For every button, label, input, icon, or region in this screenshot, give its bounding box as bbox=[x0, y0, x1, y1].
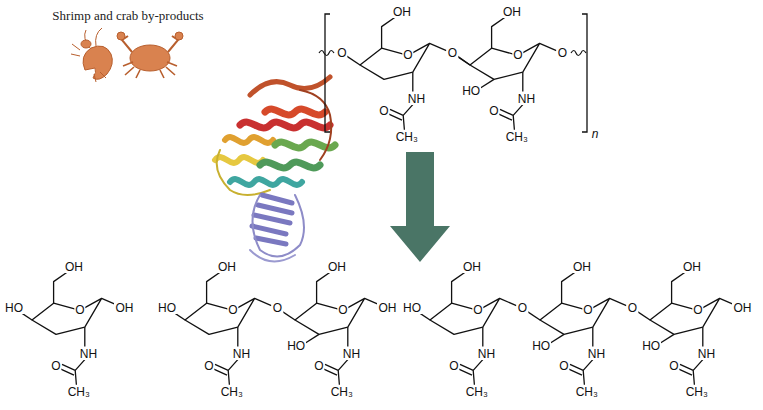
atom-label: O bbox=[336, 47, 347, 59]
atom-label: OH bbox=[217, 261, 237, 273]
atom-label: OH bbox=[682, 261, 702, 273]
atom-label: O bbox=[402, 49, 413, 61]
source-label: Shrimp and crab by-products bbox=[51, 9, 204, 22]
atom-label: NH bbox=[517, 93, 536, 105]
atom-label: O bbox=[668, 360, 679, 372]
atom-label: O bbox=[74, 304, 85, 316]
atom-label: O bbox=[627, 302, 638, 314]
atom-label: OH bbox=[327, 261, 347, 273]
atom-label: O bbox=[582, 304, 593, 316]
atom-label: OH bbox=[572, 261, 592, 273]
atom-label: O bbox=[447, 47, 458, 59]
atom-label: O bbox=[50, 360, 61, 372]
atom-label: O bbox=[512, 49, 523, 61]
atom-label: OH bbox=[377, 302, 397, 314]
crab-icon bbox=[117, 32, 183, 78]
atom-label: HO bbox=[286, 340, 306, 352]
atom-label: O bbox=[203, 360, 214, 372]
atom-label: NH bbox=[79, 348, 98, 360]
atom-label: O bbox=[448, 360, 459, 372]
atom-label: NH bbox=[587, 348, 606, 360]
atom-label: NH bbox=[477, 348, 496, 360]
atom-label: CH₃ bbox=[505, 131, 529, 143]
atom-label: HO bbox=[4, 302, 24, 314]
atom-label: OH bbox=[114, 302, 134, 314]
atom-label: HO bbox=[157, 302, 177, 314]
process-arrow bbox=[390, 152, 450, 262]
atom-label: O bbox=[517, 302, 528, 314]
atom-label: HO bbox=[531, 340, 551, 352]
atom-label: OH bbox=[732, 302, 752, 314]
atom-label: NH bbox=[407, 93, 426, 105]
atom-label: NH bbox=[342, 348, 361, 360]
repeat-index: n bbox=[591, 128, 600, 140]
atom-label: O bbox=[557, 47, 568, 59]
atom-label: CH₃ bbox=[330, 386, 354, 398]
atom-label: OH bbox=[64, 261, 84, 273]
shrimp-icon bbox=[71, 28, 112, 82]
atom-label: CH₃ bbox=[575, 386, 599, 398]
chitin-structure bbox=[319, 14, 587, 132]
chitobiose bbox=[171, 271, 382, 385]
atom-label: O bbox=[378, 105, 389, 117]
atom-label: CH₃ bbox=[395, 131, 419, 143]
atom-label: HO bbox=[402, 302, 422, 314]
atom-label: CH₃ bbox=[465, 386, 489, 398]
atom-label: O bbox=[472, 304, 483, 316]
atom-label: CH₃ bbox=[220, 386, 244, 398]
atom-label: OH bbox=[392, 6, 412, 18]
atom-label: CH₃ bbox=[67, 386, 91, 398]
atom-label: HO bbox=[461, 85, 481, 97]
atom-label: O bbox=[272, 302, 283, 314]
atom-label: O bbox=[337, 304, 348, 316]
atom-label: O bbox=[313, 360, 324, 372]
atom-label: OH bbox=[462, 261, 482, 273]
atom-label: CH₃ bbox=[685, 386, 709, 398]
atom-label: HO bbox=[641, 340, 661, 352]
atom-label: O bbox=[558, 360, 569, 372]
atom-label: OH bbox=[502, 6, 522, 18]
atom-label: O bbox=[488, 105, 499, 117]
atom-label: NH bbox=[697, 348, 716, 360]
chitotriose bbox=[416, 271, 737, 385]
glcnac-monomer bbox=[18, 271, 119, 385]
atom-label: O bbox=[227, 304, 238, 316]
protein-structure bbox=[215, 77, 335, 261]
atom-label: O bbox=[692, 304, 703, 316]
atom-label: NH bbox=[232, 348, 251, 360]
